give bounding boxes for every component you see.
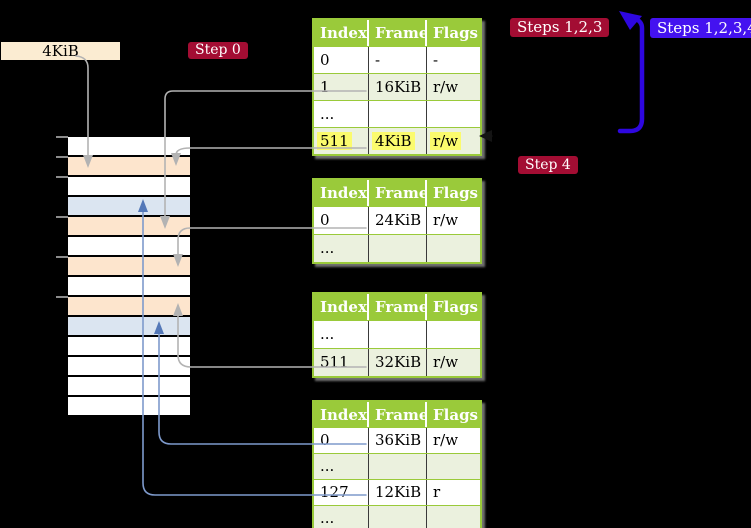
table-cell: 511 <box>314 349 369 376</box>
table-row: ... <box>314 320 480 348</box>
table-cell: 32KiB <box>369 349 427 376</box>
memory-frame-row-white <box>68 177 190 195</box>
memory-frame-row-blue <box>68 317 190 335</box>
memory-frame-row-white <box>68 357 190 375</box>
memory-frame-row-white <box>68 237 190 255</box>
memory-frame-row-white <box>68 377 190 395</box>
memory-frame-row-peach <box>68 297 190 315</box>
table-cell: r/w <box>433 78 459 96</box>
column-header: Flags <box>427 294 480 320</box>
memory-frame-row-white <box>68 337 190 355</box>
highlighted-value: 4KiB <box>372 132 415 150</box>
column-header: Frame <box>369 180 427 206</box>
table-cell: - <box>433 51 439 69</box>
column-header: Index <box>314 180 369 206</box>
memory-address-tick <box>56 156 68 158</box>
table-cell <box>427 506 480 528</box>
badge-step-4: Step 4 <box>518 156 578 174</box>
table-cell: ... <box>314 454 369 479</box>
table-row: ... <box>314 234 480 262</box>
table-cell: 16KiB <box>369 74 427 100</box>
column-header: Index <box>314 20 369 46</box>
table-row: ... <box>314 453 480 479</box>
table-cell: ... <box>314 101 369 127</box>
frame-size-label: 4KiB <box>1 42 120 60</box>
table-cell: r/w <box>433 431 459 449</box>
table-cell: 4KiB <box>369 128 427 154</box>
table-cell: ... <box>314 321 369 348</box>
table-row: ... <box>314 505 480 528</box>
table-cell: 12KiB <box>369 480 427 505</box>
table-row: ... <box>314 100 480 127</box>
memory-address-tick <box>56 256 68 258</box>
table-row: 511 4KiB r/w <box>314 127 480 154</box>
table-cell: ... <box>314 506 369 528</box>
table-cell <box>369 454 427 479</box>
table-cell <box>369 101 427 127</box>
table-cell <box>369 321 427 348</box>
table-cell <box>427 454 480 479</box>
column-header: Frame <box>369 20 427 46</box>
table-cell: 0 <box>314 207 369 234</box>
table-cell: r <box>433 483 441 501</box>
table-cell <box>427 101 480 127</box>
highlighted-value: r/w <box>430 132 462 150</box>
table-cell: r/w <box>433 211 459 229</box>
memory-frame-row-blue <box>68 197 190 215</box>
table-cell: 24KiB <box>369 207 427 234</box>
table-cell: ... <box>314 235 369 262</box>
table-cell: 1 <box>314 74 369 100</box>
table-cell: 127 <box>314 480 369 505</box>
memory-frame-row-white <box>68 397 190 415</box>
arrow-steps-loop <box>617 11 645 134</box>
badge-step-0: Step 0 <box>188 42 248 59</box>
memory-address-tick <box>56 136 68 138</box>
memory-address-tick <box>56 216 68 218</box>
memory-frame-row-peach <box>68 217 190 235</box>
memory-address-tick <box>56 176 68 178</box>
column-header: Index <box>314 294 369 320</box>
column-header: Frame <box>369 402 427 427</box>
column-header: Flags <box>427 180 480 206</box>
physical-memory-column <box>68 137 190 417</box>
table-cell: r/w <box>427 128 480 154</box>
table-cell: 36KiB <box>369 428 427 453</box>
column-header: Flags <box>427 402 480 427</box>
badge-steps-1-2-3-4: Steps 1,2,3,4 <box>650 18 751 38</box>
memory-frame-row-peach <box>68 157 190 175</box>
badge-steps-1-2-3: Steps 1,2,3 <box>510 18 610 37</box>
table-cell: 511 <box>314 128 369 154</box>
column-header: Index <box>314 402 369 427</box>
table-cell <box>369 506 427 528</box>
table-cell: 0 <box>314 428 369 453</box>
table-cell <box>369 235 427 262</box>
table-cell: 0 <box>314 47 369 73</box>
table-cell <box>427 321 480 348</box>
memory-frame-row-white <box>68 137 190 155</box>
memory-frame-row-white <box>68 277 190 295</box>
memory-frame-row-peach <box>68 257 190 275</box>
table-cell <box>427 235 480 262</box>
table-cell: r/w <box>433 353 459 371</box>
column-header: Frame <box>369 294 427 320</box>
highlighted-value: 511 <box>317 132 352 150</box>
table-row: 0-- <box>314 46 480 73</box>
column-header: Flags <box>427 20 480 46</box>
memory-address-tick <box>56 296 68 298</box>
table-cell: - <box>369 47 427 73</box>
